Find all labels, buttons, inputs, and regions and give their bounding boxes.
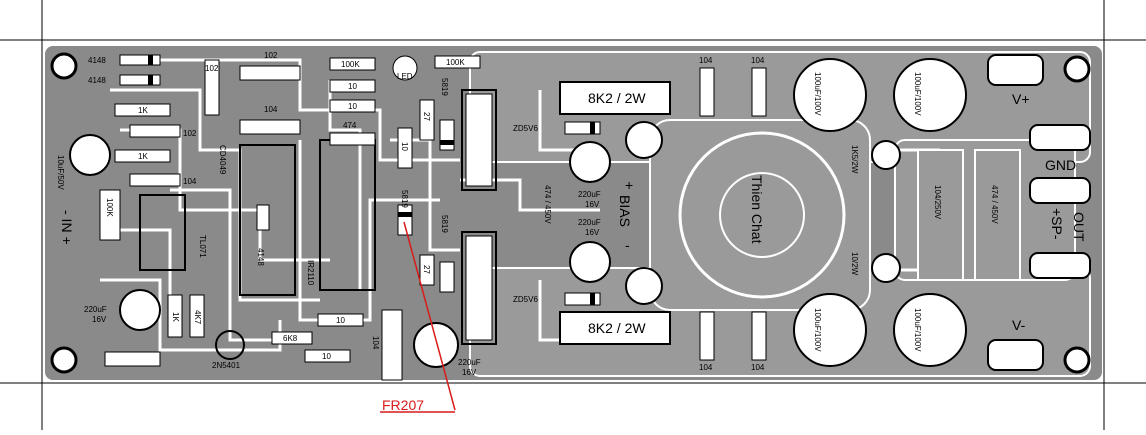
cap-big-1: 100uF/100V [813,72,822,116]
resistor-100k-b: 100K [446,58,465,67]
annotation: FR207 [380,221,456,413]
cap-104-d: 104 [751,363,765,372]
cap-104-left: 104 [183,177,197,186]
bias-plus: + [625,177,633,193]
cap-big-3: 100uF/100V [813,308,822,352]
transistor-2n5401: 2N5401 [212,361,241,370]
cap-220-b2: 220uF [578,218,601,227]
led-label: LED [397,72,413,81]
cap-474-450-b: 474 / 450V [990,185,999,224]
cap-104-a: 104 [699,56,713,65]
resistor-10-a: 10 [348,82,357,91]
cap-220-left: 220uF [84,305,107,314]
diode-label-1: 4148 [88,56,106,65]
diode-5819-a: 5819 [440,78,449,96]
resistor-1k5: 1K5/2W [850,145,859,174]
left-components: 4148 4148 1K 1K 102 104 10uF/50V - IN + … [56,51,481,381]
resistor-1k-a: 1K [138,106,148,115]
bias-label: BIAS [617,195,633,227]
zener-bottom: ZD5V6 [513,295,538,304]
cap-10uf-label: 10uF/50V [56,155,65,190]
input-label: - IN + [59,210,75,245]
cap-220-b2-v: 16V [585,228,600,237]
bias-minus: - [625,237,630,253]
resistor-10-b: 10 [348,102,357,111]
cap-220-mid: 220uF [458,358,481,367]
mounting-holes [50,52,1091,374]
cap-474-small: 474 [343,121,357,130]
diode-5819-c: 5819 [440,215,449,233]
speaker-label: +SP- [1049,208,1065,240]
resistor-10-c: 10 [400,142,409,151]
cap-104-c: 104 [699,363,713,372]
resistor-100k-v: 100K [105,198,114,217]
ic-ir2110: IR2110 [306,260,315,286]
cap-102-v: 102 [205,64,219,73]
cap-104-b: 104 [751,56,765,65]
cap-474-450: 474 / 450V [543,185,552,224]
cap-220-b1-v: 16V [585,200,600,209]
cap-104-bottom: 104 [371,336,380,350]
cap-220-mid-v: 16V [462,368,477,377]
resistor-1k-b: 1K [138,152,148,161]
cap-220-left-v: 16V [92,315,107,324]
resistor-8k2-bottom: 8K2 / 2W [588,320,646,336]
cap-104-250: 104/250V [933,185,942,220]
out-label: OUT [1071,212,1087,242]
cap-big-4: 100uF/100V [913,308,922,352]
cap-102-mid: 102 [183,129,197,138]
diode-label-2: 4148 [88,76,106,85]
ic-tl071: TL071 [198,235,207,258]
v-minus-label: V- [1012,317,1026,333]
resistor-10-d: 10 [336,316,345,325]
resistor-27-a: 27 [422,112,431,121]
resistor-100k-a: 100K [341,60,360,69]
power-section: 8K2 / 2W 8K2 / 2W ZD5V6 ZD5V6 220uF 16V … [513,54,1091,372]
cap-big-2: 100uF/100V [913,72,922,116]
v-plus-label: V+ [1012,91,1030,107]
resistor-10-e: 10 [322,352,331,361]
annotation-fr207: FR207 [382,397,424,413]
cap-220-b1: 220uF [578,190,601,199]
cap-102-top: 102 [264,51,278,60]
zener-top: ZD5V6 [513,124,538,133]
diode-5819-b: 5819 [400,190,409,208]
resistor-27-b: 27 [422,265,431,274]
gnd-label: GND [1045,157,1076,173]
center-components: 100K 100K LED 10 10 474 10 27 5819 5819 … [329,55,497,345]
diode-4148-v: 4148 [256,248,265,266]
resistor-10-2w: 10/2W [850,252,859,276]
resistor-6k8: 6K8 [283,334,298,343]
cap-104-top: 104 [264,105,278,114]
resistor-4k7: 4K7 [193,310,202,325]
resistor-8k2-top: 8K2 / 2W [588,90,646,106]
logo-text: Thien Chat [749,175,765,244]
resistor-1k-v: 1K [171,312,180,322]
ic-cd4049: CD4049 [218,145,227,175]
